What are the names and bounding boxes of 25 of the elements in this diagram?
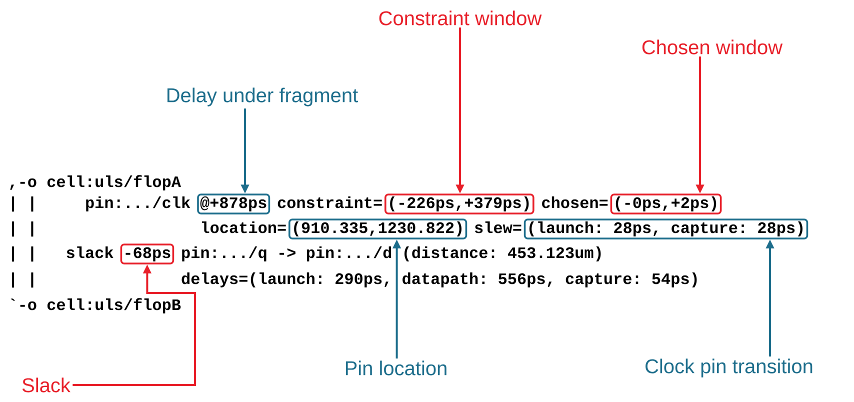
code-text: `-o cell:uls/flopB [10, 298, 181, 314]
code-text: chosen= [542, 196, 608, 208]
highlight-box: @+878ps [197, 194, 270, 214]
callout-label: Chosen window [642, 40, 783, 54]
highlight-box: (-226ps,+379ps) [384, 194, 534, 214]
code-text: | | [12, 196, 34, 212]
code-text: | | [12, 246, 34, 262]
code-text: slew= [474, 221, 522, 234]
code-text: ,-o cell:uls/flopA [10, 175, 181, 190]
code-text: pin:.../clk [86, 196, 190, 212]
callout-label: Constraint window [379, 10, 542, 26]
callout-label: Slack [22, 378, 70, 392]
highlight-box: (910.335,1230.822) [288, 218, 468, 240]
code-text: | | [12, 221, 34, 237]
code-text: delays=(launch: 290ps, datapath: 556ps, capture: 54ps) [182, 272, 697, 288]
highlight-box: (launch: 28ps, capture: 28ps) [524, 218, 808, 240]
code-text: constraint= [278, 196, 382, 208]
highlight-box: (-0ps,+2ps) [610, 194, 722, 214]
code-text: pin:.../q -> pin:.../d (distance: 453.123um) [182, 246, 601, 262]
code-text: | | [12, 272, 34, 288]
highlight-box: -68ps [120, 244, 174, 264]
callout-label: Pin location [346, 360, 446, 376]
callout-label: Clock pin transition [646, 358, 812, 378]
callout-label: Delay under fragment [167, 88, 358, 106]
code-text: location= [202, 221, 286, 234]
